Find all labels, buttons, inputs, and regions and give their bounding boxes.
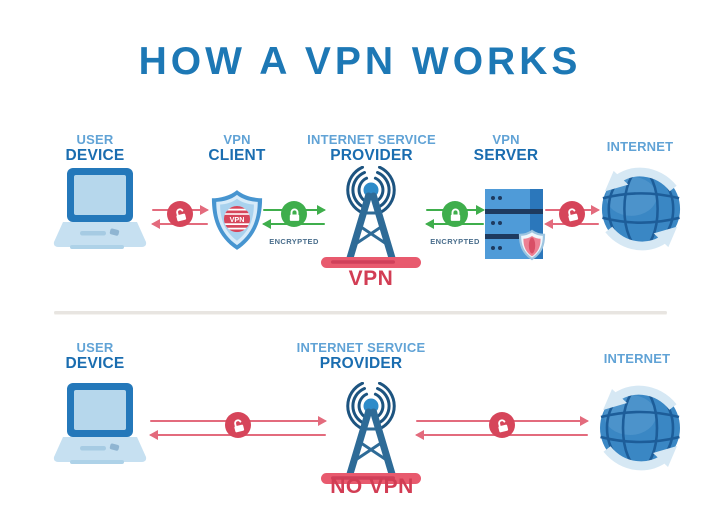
globe-icon (599, 167, 683, 251)
no-vpn-caption: NO VPN (330, 475, 414, 498)
encrypted-label: ENCRYPTED (430, 237, 480, 246)
closed-padlock-icon (442, 201, 468, 227)
encrypted-connection (425, 199, 485, 235)
vpn-shield-icon: VPN (209, 189, 265, 251)
label-line1: INTERNET SERVICE (296, 340, 426, 355)
unencrypted-connection (415, 410, 589, 446)
unencrypted-connection (149, 410, 327, 446)
label-internet: INTERNET (575, 351, 699, 367)
open-padlock-icon (167, 201, 193, 227)
label-line1: USER (76, 340, 114, 355)
label-line1: INTERNET SERVICE (307, 132, 436, 147)
label-line2: CLIENT (208, 147, 266, 164)
radio-tower-icon (314, 166, 428, 268)
label-vpn-server: VPN SERVER (446, 132, 566, 164)
encrypted-connection (262, 199, 326, 235)
server-shield-icon (518, 228, 546, 261)
label-user-device: USER DEVICE (30, 132, 160, 164)
label-line1: USER (76, 132, 114, 147)
label-line2: PROVIDER (330, 147, 413, 164)
shield-badge-text: VPN (230, 215, 245, 224)
label-line1: VPN (492, 132, 520, 147)
label-line2: DEVICE (65, 147, 125, 164)
label-line2: SERVER (473, 147, 539, 164)
label-line1: VPN (223, 132, 251, 147)
page-title: HOW A VPN WORKS (138, 40, 582, 83)
label-internet: INTERNET (578, 139, 702, 155)
open-padlock-icon (225, 412, 251, 438)
label-line1: INTERNET (603, 351, 671, 366)
unencrypted-connection (151, 199, 209, 235)
open-padlock-icon (489, 412, 515, 438)
open-padlock-icon (559, 201, 585, 227)
radio-tower-icon (314, 382, 428, 484)
globe-icon (597, 385, 683, 471)
label-line2: DEVICE (65, 355, 125, 372)
laptop-icon (50, 167, 150, 255)
label-user-device: USER DEVICE (30, 340, 160, 372)
row-divider (54, 311, 667, 314)
label-vpn-client: VPN CLIENT (177, 132, 297, 164)
label-line2: PROVIDER (319, 355, 403, 372)
unencrypted-connection (544, 199, 600, 235)
closed-padlock-icon (281, 201, 307, 227)
label-isp: INTERNET SERVICE PROVIDER (299, 132, 444, 164)
vpn-caption: VPN (348, 267, 394, 290)
server-icon (483, 187, 547, 263)
label-line1: INTERNET (606, 139, 674, 154)
encrypted-label: ENCRYPTED (269, 237, 319, 246)
label-isp: INTERNET SERVICE PROVIDER (288, 340, 434, 372)
laptop-icon (50, 382, 150, 470)
